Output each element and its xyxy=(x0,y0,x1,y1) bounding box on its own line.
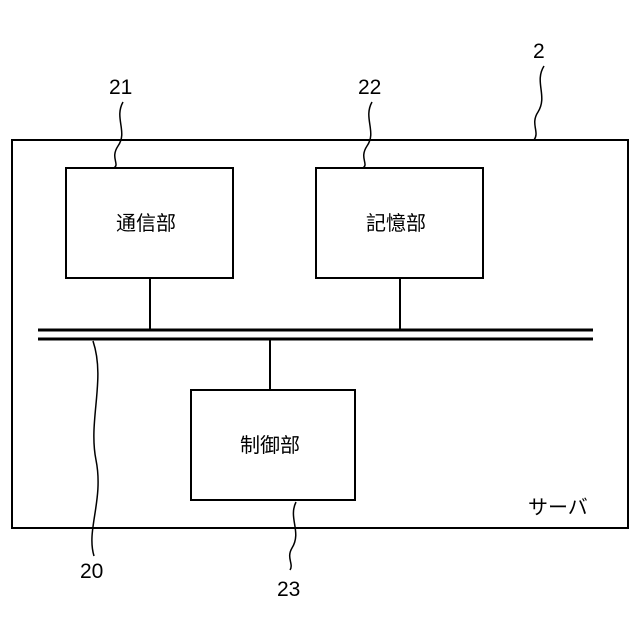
server-leader-line xyxy=(534,66,544,140)
control-unit-leader-line xyxy=(290,502,296,570)
communication-unit-leader-line xyxy=(114,102,123,168)
communication-unit-label: 通信部 xyxy=(116,211,176,235)
storage-unit-ref-number: 22 xyxy=(358,76,381,99)
bus-leader-line xyxy=(92,341,98,556)
storage-unit-label: 記憶部 xyxy=(366,211,426,235)
bus-ref-number: 20 xyxy=(80,560,103,583)
control-unit-label: 制御部 xyxy=(240,433,300,457)
communication-unit-ref-number: 21 xyxy=(109,76,132,99)
server-ref-number: 2 xyxy=(533,40,545,63)
storage-unit-leader-line xyxy=(363,102,372,168)
server-label: サーバ xyxy=(528,495,588,519)
control-unit-ref-number: 23 xyxy=(277,578,300,601)
